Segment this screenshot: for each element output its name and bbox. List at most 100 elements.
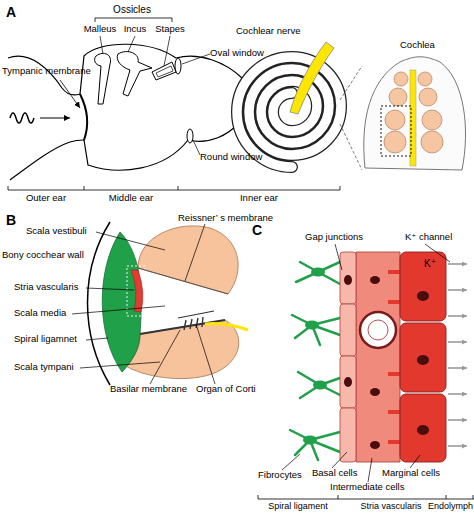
cochlear-nerve [290,42,334,114]
sound-wave [10,113,34,123]
round-window [187,129,193,143]
region-label: Endolymph [428,501,473,511]
tectorial-membrane [178,311,214,318]
zoom-line [340,66,362,100]
ossicles-bracket [95,18,172,22]
cell-nucleus [370,276,380,284]
part-label: Reissner’ s membrane [178,213,273,224]
spiral-ligament-tissue [102,232,141,372]
capillary [368,320,388,340]
fibrocyte [290,430,340,460]
fibrocyte [311,268,325,277]
part-label: Cochlea [400,40,435,51]
leader-line [72,306,165,314]
fibrocyte [305,321,319,330]
k-flux-arrow [448,445,467,446]
fibrocyte [298,372,340,398]
capillary [360,312,396,348]
part-label: K⁺ channel [405,232,452,243]
malleus-bone [95,53,111,104]
cell-nucleus [370,388,380,396]
leader-line [150,330,180,384]
part-label: Scala media [14,308,66,319]
k-flux-arrow [448,341,467,342]
k-flux-arrow [448,393,467,394]
part-label: Intermediate cells [330,482,404,493]
stria-tissue [131,270,143,312]
k-flux-arrow [448,315,467,316]
region-label: Stria vascularis [360,501,421,511]
region-label: Spiral ligament [268,501,328,511]
scala-turn [389,88,407,106]
fibrocyte [292,315,340,345]
scala-turn [394,72,408,86]
basal-cell [340,304,356,356]
part-label: Spiral ligamnet [14,334,77,345]
cell-nucleus [344,377,352,387]
middle-ear-cavity [84,140,188,170]
part-label: Stria vascularis [14,282,78,293]
part-label: Gap junctions [305,232,363,243]
panel-letter: B [6,212,16,228]
scala-tympani-chamber [126,320,239,379]
part-label: Cochlear nerve [236,26,300,37]
k-flux-arrows [448,264,466,446]
tympanic-membrane [80,94,87,140]
region-label: Inner ear [240,193,278,204]
scala-vestibuli-chamber [138,226,238,294]
scala-turn [422,110,442,130]
part-label: Malleus [84,24,117,35]
stapes-bone [156,66,173,77]
scala-turn [421,131,443,153]
marginal-cell [400,323,446,392]
ion-label: K⁺ [424,258,436,270]
vestibule-wall [176,56,242,78]
part-label: Basal cells [312,468,357,479]
leader-line [410,455,420,468]
part-label: Oval window [210,48,264,59]
cell-nucleus [370,441,380,449]
leader-arrow [60,80,80,108]
basal-cell [340,408,356,462]
reissner-membrane [138,268,228,294]
leader-line [332,452,347,468]
k-flux-arrow [448,289,467,290]
k-flux-arrow [448,367,467,368]
leader-line [86,338,108,340]
region-label: Outer ear [26,193,66,204]
leader-line [193,140,200,155]
scala-turn [385,110,405,130]
zoom-box [381,106,411,156]
cochlea-spiral [237,57,341,167]
incus-bone [117,52,152,96]
leader-line [80,362,160,368]
scala-turn [419,88,437,106]
leader-line [282,454,300,470]
leader-line [164,36,170,66]
basal-cell [340,356,356,408]
part-label: Scala vestibuli [26,226,87,237]
leader-line [196,324,215,384]
cell-nucleus [344,275,352,285]
part-label: Tympanic membrane [2,66,91,77]
fibrocyte [303,436,317,445]
leader-line [100,36,103,54]
part-label: Bony cocchear wall [2,250,84,261]
marginal-cell [400,252,446,321]
scala-turn [384,131,406,153]
hair-cells [184,317,203,330]
part-label: Basilar membrane [110,384,187,395]
basilar-membrane-line [140,320,225,334]
fibrocyte [296,262,340,284]
region-scale [258,495,474,499]
marginal-cell [400,394,446,462]
fibrocyte [313,381,327,390]
cell-nucleus [417,355,429,365]
part-label: Incus [124,24,147,35]
k-flux-arrow [448,263,467,264]
region-label: Middle ear [109,193,153,204]
leader-line [182,54,210,64]
sound-arrow [40,118,70,119]
k-flux-arrow [448,419,467,420]
